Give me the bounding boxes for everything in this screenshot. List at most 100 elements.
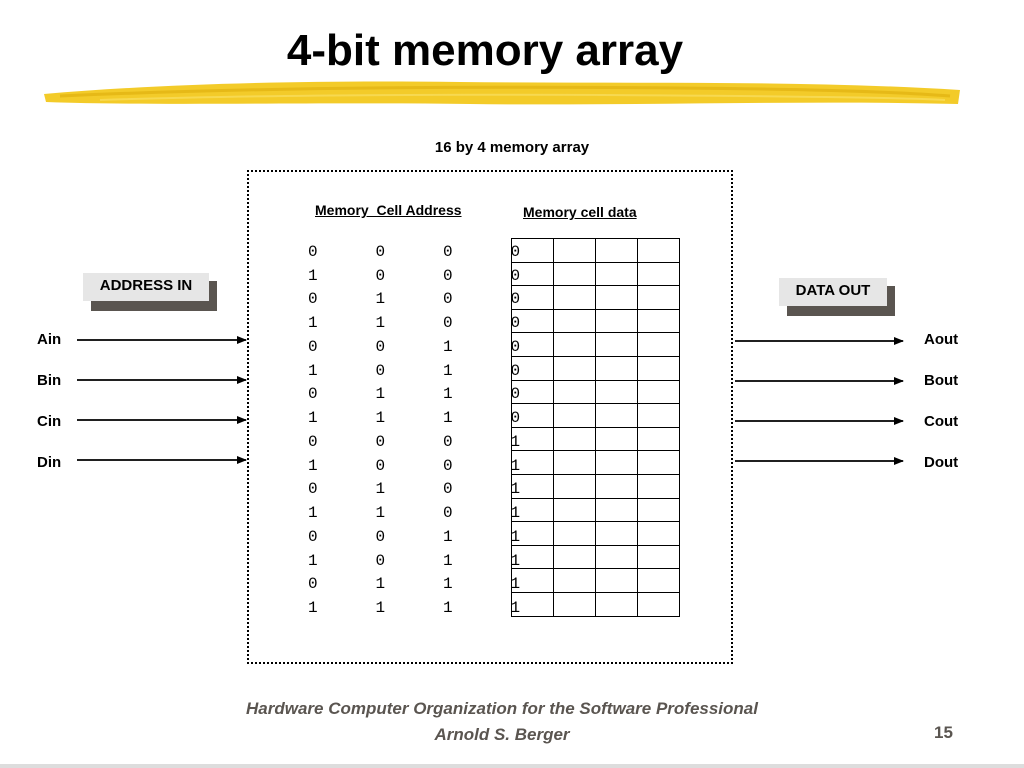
- memory-cell-grid: [511, 238, 680, 617]
- address-bit: 0: [308, 480, 318, 499]
- memory-cell-row: [511, 473, 680, 499]
- footer-author: Arnold S. Berger: [434, 725, 570, 744]
- address-bit: 0: [375, 337, 386, 356]
- address-bit: 0: [308, 385, 318, 404]
- memory-cell: [553, 379, 596, 405]
- memory-cell: [595, 285, 638, 310]
- memory-cell: [511, 403, 554, 428]
- memory-cell: [553, 238, 596, 263]
- bottom-rule: [0, 764, 1024, 768]
- memory-cell: [553, 403, 596, 428]
- memory-cell-row: [511, 285, 680, 310]
- signal-din: Din: [37, 454, 62, 471]
- address-bit: 1: [375, 409, 386, 428]
- address-bit: 0: [308, 242, 318, 261]
- memory-cell: [595, 238, 638, 263]
- memory-cell: [637, 591, 680, 617]
- address-bit: 0: [375, 527, 386, 546]
- memory-cell: [637, 497, 680, 523]
- address-bit: 0: [443, 504, 453, 523]
- data-column-header: Memory cell data: [523, 204, 637, 220]
- memory-cell: [511, 379, 554, 405]
- memory-cell: [553, 261, 596, 287]
- memory-cell-row: [511, 379, 680, 405]
- address-bit: 1: [375, 385, 386, 404]
- address-bit: 1: [375, 575, 386, 594]
- data-out-label: DATA OUT: [779, 278, 887, 306]
- address-bit: 0: [443, 242, 453, 261]
- address-bit: 1: [375, 480, 386, 499]
- memory-cell-row: [511, 426, 680, 452]
- address-bit: 0: [375, 456, 386, 475]
- memory-cell-row: [511, 403, 680, 428]
- memory-cell: [553, 591, 596, 617]
- memory-cell: [595, 591, 638, 617]
- signal-bout: Bout: [924, 372, 959, 389]
- memory-cell: [511, 261, 554, 287]
- memory-cell-row: [511, 332, 680, 357]
- address-bit: 0: [375, 242, 386, 261]
- memory-cell: [553, 332, 596, 357]
- memory-cell: [637, 473, 680, 499]
- memory-cell-row: [511, 261, 680, 287]
- address-bit: 1: [443, 527, 453, 546]
- address-bit: 0: [308, 527, 318, 546]
- address-bit: 1: [308, 361, 318, 380]
- address-bit: 1: [375, 314, 386, 333]
- address-bit: 1: [375, 290, 386, 309]
- memory-cell: [595, 426, 638, 452]
- address-bit: 1: [443, 551, 453, 570]
- memory-cell-row: [511, 591, 680, 617]
- address-bit: 0: [443, 480, 453, 499]
- memory-cell-row: [511, 308, 680, 334]
- memory-cell: [595, 568, 638, 593]
- memory-cell: [511, 521, 554, 546]
- signal-ain: Ain: [37, 331, 62, 348]
- address-bit: 0: [308, 432, 318, 451]
- address-bit: 1: [308, 551, 318, 570]
- memory-cell: [595, 521, 638, 546]
- memory-cell: [511, 238, 554, 263]
- signal-dout: Dout: [924, 454, 959, 471]
- memory-cell: [637, 332, 680, 357]
- memory-cell: [553, 308, 596, 334]
- memory-cell-row: [511, 521, 680, 546]
- address-bit: 1: [443, 361, 453, 380]
- address-bit: 1: [308, 504, 318, 523]
- address-bit: 1: [375, 599, 386, 618]
- memory-cell-row: [511, 238, 680, 263]
- memory-cell-row: [511, 450, 680, 475]
- memory-cell: [637, 355, 680, 381]
- memory-cell: [637, 285, 680, 310]
- memory-cell: [511, 591, 554, 617]
- address-column-header: Memory Cell Address: [315, 202, 462, 218]
- memory-cell: [553, 285, 596, 310]
- address-in-label: ADDRESS IN: [83, 273, 209, 301]
- address-bit: 1: [308, 456, 318, 475]
- diagram-subtitle: 16 by 4 memory array: [434, 139, 590, 156]
- memory-cell: [637, 450, 680, 475]
- address-bit: 0: [443, 314, 453, 333]
- signal-aout: Aout: [924, 331, 959, 348]
- memory-cell-row: [511, 544, 680, 570]
- address-bit: 1: [308, 409, 318, 428]
- memory-cell: [637, 261, 680, 287]
- address-bit: 0: [443, 456, 453, 475]
- address-bit: 1: [443, 599, 453, 618]
- address-bit: 0: [443, 266, 453, 285]
- memory-array-boundary: [247, 170, 733, 664]
- memory-cell: [511, 332, 554, 357]
- memory-cell: [637, 426, 680, 452]
- address-bit: 0: [443, 290, 453, 309]
- page-number: 15: [934, 723, 953, 742]
- memory-cell: [595, 261, 638, 287]
- address-bit: 0: [308, 337, 318, 356]
- memory-cell: [553, 450, 596, 475]
- memory-cell: [637, 521, 680, 546]
- address-bit: 0: [308, 575, 318, 594]
- address-bit: 1: [443, 575, 453, 594]
- address-bit: 1: [375, 504, 386, 523]
- address-bit: 0: [443, 432, 453, 451]
- address-bit: 0: [375, 432, 386, 451]
